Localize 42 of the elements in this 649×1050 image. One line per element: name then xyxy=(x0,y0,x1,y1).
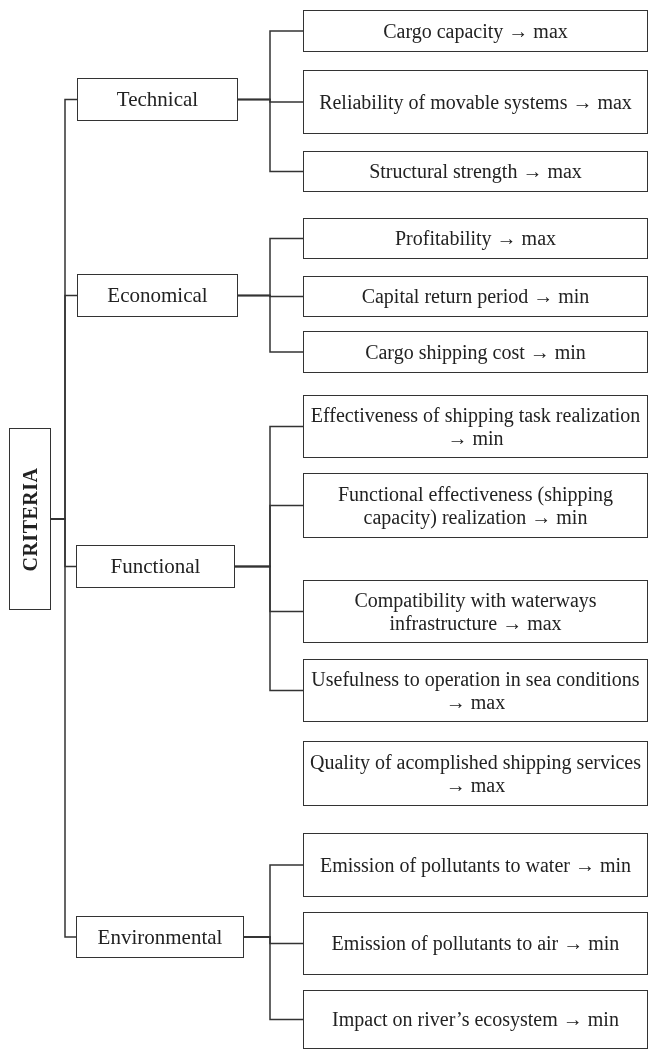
criterion-box xyxy=(303,151,648,192)
criterion-box xyxy=(303,218,648,259)
category-box xyxy=(76,916,244,958)
criterion-label: Capital return period → min xyxy=(360,285,591,308)
criterion-label: Cargo shipping cost → min xyxy=(364,340,587,364)
criterion-box xyxy=(303,741,648,806)
category-box xyxy=(77,274,238,317)
criterion-box xyxy=(303,833,648,897)
connector-line xyxy=(234,565,304,692)
criterion-label: Quality of acomplished shipping services → max xyxy=(308,750,642,797)
root-label: CRITERIA xyxy=(18,466,42,573)
category-label: Technical xyxy=(115,87,200,112)
criterion-box xyxy=(303,659,648,722)
criterion-label: Effectiveness of shipping task realization → min xyxy=(309,403,642,450)
criterion-label: Compatibility with waterways infrastructure → max xyxy=(353,588,598,635)
criterion-box xyxy=(303,10,648,52)
criterion-box xyxy=(303,331,648,373)
category-label: Functional xyxy=(109,554,202,579)
criterion-box xyxy=(303,473,648,538)
category-label: Economical xyxy=(106,283,209,308)
criterion-box xyxy=(303,395,648,458)
connector-line xyxy=(237,98,304,173)
criterion-label: Usefulness to operation in sea conditions → max xyxy=(310,667,641,714)
criterion-box xyxy=(303,276,648,317)
criterion-box xyxy=(303,580,648,643)
criterion-label: Profitability → max xyxy=(393,227,558,250)
connector-line xyxy=(243,936,304,1021)
criterion-label: Structural strength → max xyxy=(368,160,583,183)
criterion-box xyxy=(303,912,648,975)
category-box xyxy=(77,78,238,121)
root-box xyxy=(9,428,51,610)
criterion-label: Emission of pollutants to water → min xyxy=(318,853,633,877)
criterion-label: Emission of pollutants to air → min xyxy=(330,932,621,955)
category-label: Environmental xyxy=(96,924,224,950)
criterion-box xyxy=(303,70,648,134)
criterion-label: Reliability of movable systems → max xyxy=(318,90,633,114)
criterion-label: Cargo capacity → max xyxy=(382,19,569,43)
criterion-box xyxy=(303,990,648,1049)
connector-line xyxy=(237,294,304,353)
category-box xyxy=(76,545,235,588)
criterion-label: Impact on river’s ecosystem → min xyxy=(331,1008,620,1031)
criterion-label: Functional effectiveness (shipping capacity) realization → min xyxy=(336,482,615,529)
